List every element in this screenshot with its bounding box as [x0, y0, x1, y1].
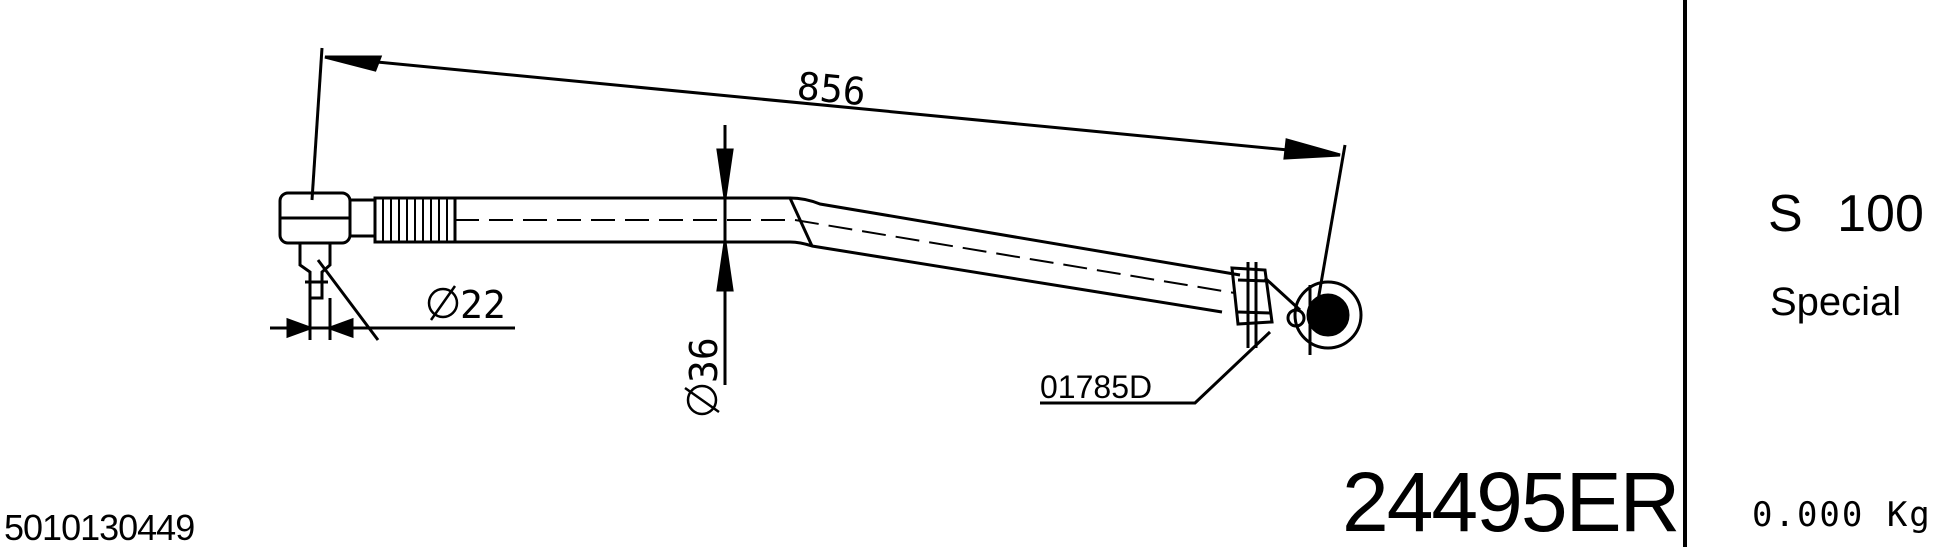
stud-arrow-right — [325, 317, 354, 339]
title-block-divider — [1683, 0, 1687, 547]
length-dimension-label: 856 — [795, 64, 868, 114]
tube-arrow-bottom — [716, 241, 734, 292]
model-name: S 100 — [1768, 185, 1924, 243]
length-extension-right — [1313, 144, 1347, 319]
diameter-symbol-icon — [427, 287, 459, 319]
callout-leader — [1040, 330, 1272, 405]
length-dimension-line — [324, 55, 1341, 157]
tube-centerline — [455, 219, 1236, 294]
clamp — [1230, 266, 1274, 326]
length-arrow-left — [324, 55, 383, 72]
diameter-symbol-icon — [686, 384, 718, 416]
tube-diameter-label: 36 — [682, 337, 726, 416]
stud-arrow-left — [286, 317, 315, 339]
weight-value: 0.000 Kg — [1752, 495, 1932, 535]
left-ball-stud — [298, 243, 332, 300]
tube-outline-top — [455, 196, 1241, 277]
svg-text:36: 36 — [682, 337, 726, 383]
right-ball-joint — [1293, 280, 1363, 350]
length-extension-left — [310, 47, 324, 201]
article-number: 5010130449 — [4, 507, 195, 548]
part-number: 24495ER — [1342, 455, 1680, 549]
stud-diameter-label: 22 — [427, 283, 506, 327]
svg-text:22: 22 — [460, 283, 506, 327]
model-variant: Special — [1770, 280, 1902, 324]
callout-label: 01785D — [1040, 369, 1152, 405]
length-arrow-right — [1283, 138, 1341, 160]
tube-arrow-top — [716, 148, 734, 199]
